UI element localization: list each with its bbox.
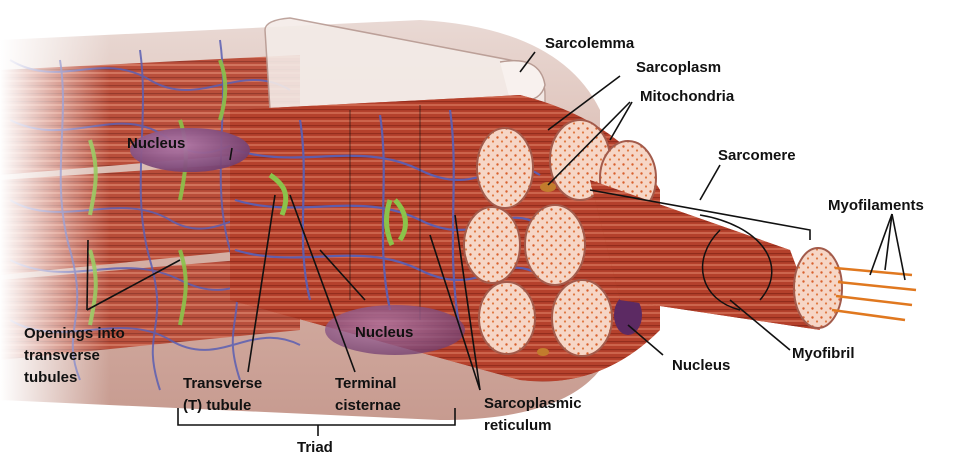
t-tubule-bands: [268, 172, 408, 247]
label-openings-line3: tubules: [24, 369, 77, 386]
mitochondrion: [540, 182, 556, 192]
label-openings-line1: Openings into: [24, 325, 125, 342]
labels: Sarcolemma Sarcoplasm Mitochondria Sarco…: [24, 35, 924, 456]
nucleus-left-shape: [130, 128, 250, 172]
label-triad: Triad: [297, 439, 333, 456]
sarcolemma-membrane: [264, 17, 546, 111]
label-sarcomere: Sarcomere: [718, 147, 796, 164]
label-terminal-line2: cisternae: [335, 397, 401, 414]
label-mitochondria: Mitochondria: [640, 88, 735, 105]
label-terminal-line1: Terminal: [335, 375, 396, 392]
label-nucleus-left: Nucleus: [127, 135, 185, 152]
single-myofibril: [590, 180, 917, 330]
label-ttubule-line1: Transverse: [183, 375, 262, 392]
mitochondrion: [537, 348, 549, 356]
label-sr-line2: reticulum: [484, 417, 552, 434]
label-nucleus-right: Nucleus: [672, 357, 730, 374]
label-myofibril: Myofibril: [792, 345, 855, 362]
myofibril-cross-sections: [463, 119, 657, 357]
nuclei: [130, 128, 642, 355]
myofilament-strands: [831, 266, 917, 322]
nucleus-center-shape: [325, 305, 465, 355]
label-sarcoplasm: Sarcoplasm: [636, 59, 721, 76]
label-openings-line2: transverse: [24, 347, 100, 364]
label-ttubule-line2: (T) tubule: [183, 397, 251, 414]
nucleus-right-shape: [614, 295, 642, 335]
leader-lines: [86, 51, 906, 436]
label-sarcolemma: Sarcolemma: [545, 35, 635, 52]
label-nucleus-center: Nucleus: [355, 324, 413, 341]
label-sr-line1: Sarcoplasmic: [484, 395, 582, 412]
label-myofilaments: Myofilaments: [828, 197, 924, 214]
